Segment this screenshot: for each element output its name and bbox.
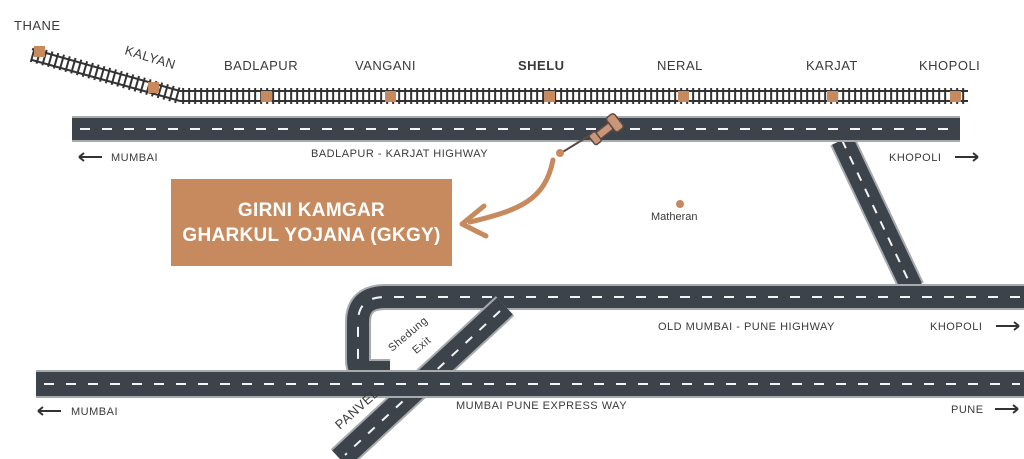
- station-label-khopoli: KHOPOLI: [919, 58, 980, 73]
- direction-khopoli-mid: KHOPOLI: [930, 321, 1020, 333]
- road-mumbai-pune-expressway: [36, 370, 1024, 398]
- road-karjat-connector: [830, 134, 924, 294]
- direction-pune-bottom: PUNE: [951, 404, 1019, 416]
- direction-mumbai-bottom: MUMBAI: [37, 406, 118, 418]
- station-label-shelu: SHELU: [518, 58, 565, 73]
- railway-line: [29, 46, 968, 104]
- arrow-left-icon: [37, 406, 61, 416]
- arrow-left-icon: [78, 152, 102, 162]
- station-dot-karjat[interactable]: [827, 91, 838, 102]
- station-label-vangani: VANGANI: [355, 58, 416, 73]
- road-label-old-mumbai-pune: OLD MUMBAI - PUNE HIGHWAY: [658, 321, 835, 333]
- station-label-karjat: KARJAT: [806, 58, 858, 73]
- matheran-dot: [676, 200, 684, 208]
- arrowhead-icon: [459, 203, 489, 239]
- push-pin-icon[interactable]: [556, 113, 624, 157]
- station-markers: [34, 46, 961, 102]
- arrow-right-icon: [995, 404, 1019, 414]
- direction-label-khopoli-mid: KHOPOLI: [930, 321, 982, 333]
- station-dot-khopoli[interactable]: [950, 91, 961, 102]
- arrow-right-icon: [955, 152, 979, 162]
- station-label-thane: THANE: [14, 18, 61, 33]
- place-label-matheran: Matheran: [651, 211, 697, 223]
- direction-label-mumbai-top: MUMBAI: [111, 152, 158, 164]
- station-label-neral: NERAL: [657, 58, 703, 73]
- road-label-expressway: MUMBAI PUNE EXPRESS WAY: [456, 400, 627, 412]
- station-labels: THANE KALYAN BADLAPUR VANGANI SHELU NERA…: [14, 18, 980, 73]
- road-badlapur-karjat-highway: [72, 116, 960, 142]
- road-label-exit: Exit: [410, 334, 433, 356]
- arrow-right-icon: [996, 321, 1020, 331]
- callout-line-2: GHARKUL YOJANA (GKGY): [182, 224, 441, 246]
- direction-label-khopoli-top: KHOPOLI: [889, 152, 941, 164]
- station-label-badlapur: BADLAPUR: [224, 58, 298, 73]
- station-label-kalyan: KALYAN: [123, 43, 177, 73]
- direction-khopoli-top: KHOPOLI: [889, 152, 979, 164]
- callout-arrow: [459, 157, 556, 239]
- station-dot-neral[interactable]: [678, 91, 689, 102]
- station-dot-badlapur[interactable]: [261, 91, 272, 102]
- station-dot-kalyan[interactable]: [148, 82, 159, 93]
- station-dot-vangani[interactable]: [385, 91, 396, 102]
- place-matheran[interactable]: Matheran: [651, 200, 697, 223]
- station-dot-thane[interactable]: [34, 46, 45, 57]
- direction-mumbai-top: MUMBAI: [78, 152, 158, 164]
- direction-label-pune-bottom: PUNE: [951, 404, 984, 416]
- direction-label-mumbai-bottom: MUMBAI: [71, 406, 118, 418]
- project-callout-box[interactable]: GIRNI KAMGAR GHARKUL YOJANA (GKGY): [171, 179, 452, 266]
- station-dot-shelu[interactable]: [544, 91, 555, 102]
- road-label-badlapur-karjat: BADLAPUR - KARJAT HIGHWAY: [311, 148, 488, 160]
- callout-line-1: GIRNI KAMGAR: [237, 199, 386, 221]
